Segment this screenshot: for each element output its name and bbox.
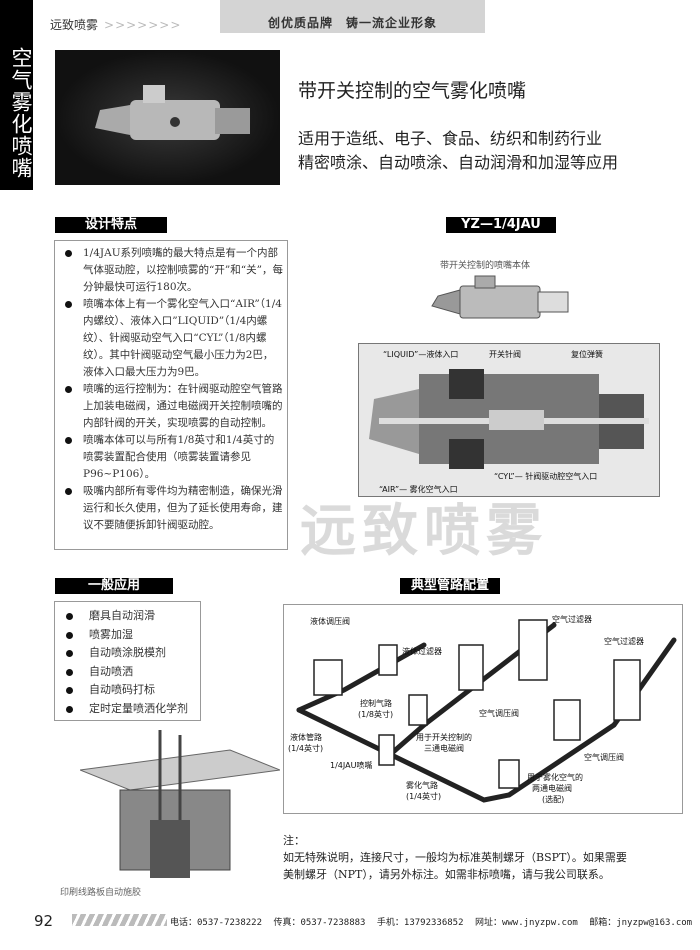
nozzle-cross-section-diagram: “LIQUID”—液体入口 开关针阀 复位弹簧 “CYL”— 针阀驱动腔空气入口… (358, 343, 660, 497)
label-air-filter: 空气过滤器 (552, 615, 592, 624)
label-air-inlet: “AIR”— 雾化空气入口 (379, 485, 458, 494)
piping-configuration-diagram: 液体调压阀 液体过滤器 空气过滤器 空气过滤器 空气调压阀 空气调压阀 控制气路… (283, 604, 683, 814)
footer-fax: 传真：0537-7238883 (273, 918, 366, 928)
note-line: 如无特殊说明，连接尺寸，一般均为标准英制螺牙（BSPT）。如果需要 (283, 851, 627, 864)
arrow-decoration: >>>>>>> (104, 18, 182, 32)
label-nozzle: 1/4JAU喷嘴 (330, 761, 373, 770)
footer-stripe-decoration (72, 914, 167, 926)
label-two-way-valve: 两通电磁阀 (532, 784, 572, 793)
piping-heading: 典型管路配置 (400, 578, 500, 594)
nozzle-body-caption: 带开关控制的喷嘴本体 (440, 261, 531, 271)
feature-item: 喷嘴的运行控制为：在针阀驱动腔空气管路上加装电磁阀，通过电磁阀开关控制喷嘴的内部… (59, 381, 283, 432)
label-liquid-size: (1/4英寸) (288, 744, 324, 753)
nozzle-body-image (420, 272, 580, 332)
application-item: 喷雾加湿 (61, 626, 200, 645)
feature-item: 吸嘴内部所有零件均为精密制造，确保光滑运行和长久使用，但为了延长使用寿命，建议不… (59, 483, 283, 534)
applications-heading: 一般应用 (55, 578, 173, 594)
feature-item: 喷嘴本体上有一个雾化空气入口“AIR”（1/4内螺纹）、液体入口”LIQUID”… (59, 296, 283, 381)
sidebar-category-label: 空气雾化喷嘴 (0, 0, 33, 190)
features-list: 1/4JAU系列喷嘴的最大特点是有一个内部气体驱动腔，以控制喷雾的“开”和“关”… (54, 240, 288, 550)
page-number: 92 (34, 912, 54, 930)
label-atomizing-size: (1/4英寸) (406, 792, 442, 801)
pcb-glue-machine-photo (78, 730, 282, 880)
label-air-filter: 空气过滤器 (604, 637, 644, 646)
application-item: 自动喷码打标 (61, 681, 200, 700)
label-liquid-regulator: 液体调压阀 (310, 617, 350, 626)
brand-name: 远致喷雾 (50, 18, 99, 32)
label-atomizing-line: 雾化气路 (406, 781, 438, 790)
label-air-regulator: 空气调压阀 (584, 753, 624, 762)
label-three-way-valve: 三通电磁阀 (424, 744, 464, 753)
label-two-way-valve: 用于雾化空气的 (527, 773, 583, 782)
feature-item: 喷嘴本体可以与所有1/8英寸和1/4英寸的喷雾装置配合使用（喷雾装置请参见P96… (59, 432, 283, 483)
note-block: 注： 如无特殊说明，连接尺寸，一般均为标准英制螺牙（BSPT）。如果需要 美制螺… (283, 832, 627, 883)
footer-mobile: 手机：13792336852 (376, 918, 464, 928)
label-three-way-valve: 用于开关控制的 (416, 733, 472, 742)
label-control-line: 控制气路 (360, 699, 392, 708)
subtitle-line: 适用于造纸、电子、食品、纺织和制药行业 (298, 129, 603, 148)
footer-phone: 电话：0537-7238222 (170, 918, 263, 928)
machine-photo-caption: 印刷线路板自动施胶 (60, 888, 142, 898)
features-heading: 设计特点 (55, 217, 167, 233)
label-liquid-line: 液体管路 (290, 733, 322, 742)
application-item: 自动喷洒 (61, 663, 200, 682)
label-return-spring: 复位弹簧 (571, 350, 603, 359)
slogan-banner: 创优质品牌 铸一流企业形象 (220, 0, 485, 33)
brand-header: 远致喷雾 >>>>>>> (50, 12, 220, 34)
label-needle-valve: 开关针阀 (489, 350, 521, 359)
label-air-regulator: 空气调压阀 (479, 709, 519, 718)
application-item: 磨具自动润滑 (61, 607, 200, 626)
label-two-way-optional: (选配) (542, 795, 565, 804)
label-liquid-inlet: “LIQUID”—液体入口 (383, 350, 459, 359)
model-heading: YZ—1/4JAU (446, 217, 556, 233)
applications-list: 磨具自动润滑 喷雾加湿 自动喷涂脱模剂 自动喷洒 自动喷码打标 定时定量喷洒化学… (54, 601, 201, 721)
label-cyl-inlet: “CYL”— 针阀驱动腔空气入口 (494, 472, 598, 481)
note-line: 美制螺牙（NPT），请另外标注。如需非标喷嘴，请与我公司联系。 (283, 868, 610, 881)
subtitle-line: 精密喷涂、自动喷涂、自动润滑和加湿等应用 (298, 153, 619, 172)
footer-email: 邮箱：jnyzpw@163.com (589, 918, 693, 928)
feature-item: 1/4JAU系列喷嘴的最大特点是有一个内部气体驱动腔，以控制喷雾的“开”和“关”… (59, 245, 283, 296)
label-control-size: (1/8英寸) (358, 710, 394, 719)
page-title: 带开关控制的空气雾化喷嘴 (298, 80, 527, 102)
footer-contact: 电话：0537-7238222 传真：0537-7238883 手机：13792… (170, 915, 698, 928)
nozzle-product-photo (55, 50, 280, 185)
watermark: 远致喷雾 (300, 499, 548, 564)
application-item: 定时定量喷洒化学剂 (61, 700, 200, 719)
note-label: 注： (283, 834, 305, 847)
footer-website: 网址：www.jnyzpw.com (474, 918, 578, 928)
label-liquid-filter: 液体过滤器 (402, 647, 442, 656)
page-subtitle: 适用于造纸、电子、食品、纺织和制药行业 精密喷涂、自动喷涂、自动润滑和加湿等应用 (298, 127, 618, 175)
application-item: 自动喷涂脱模剂 (61, 644, 200, 663)
